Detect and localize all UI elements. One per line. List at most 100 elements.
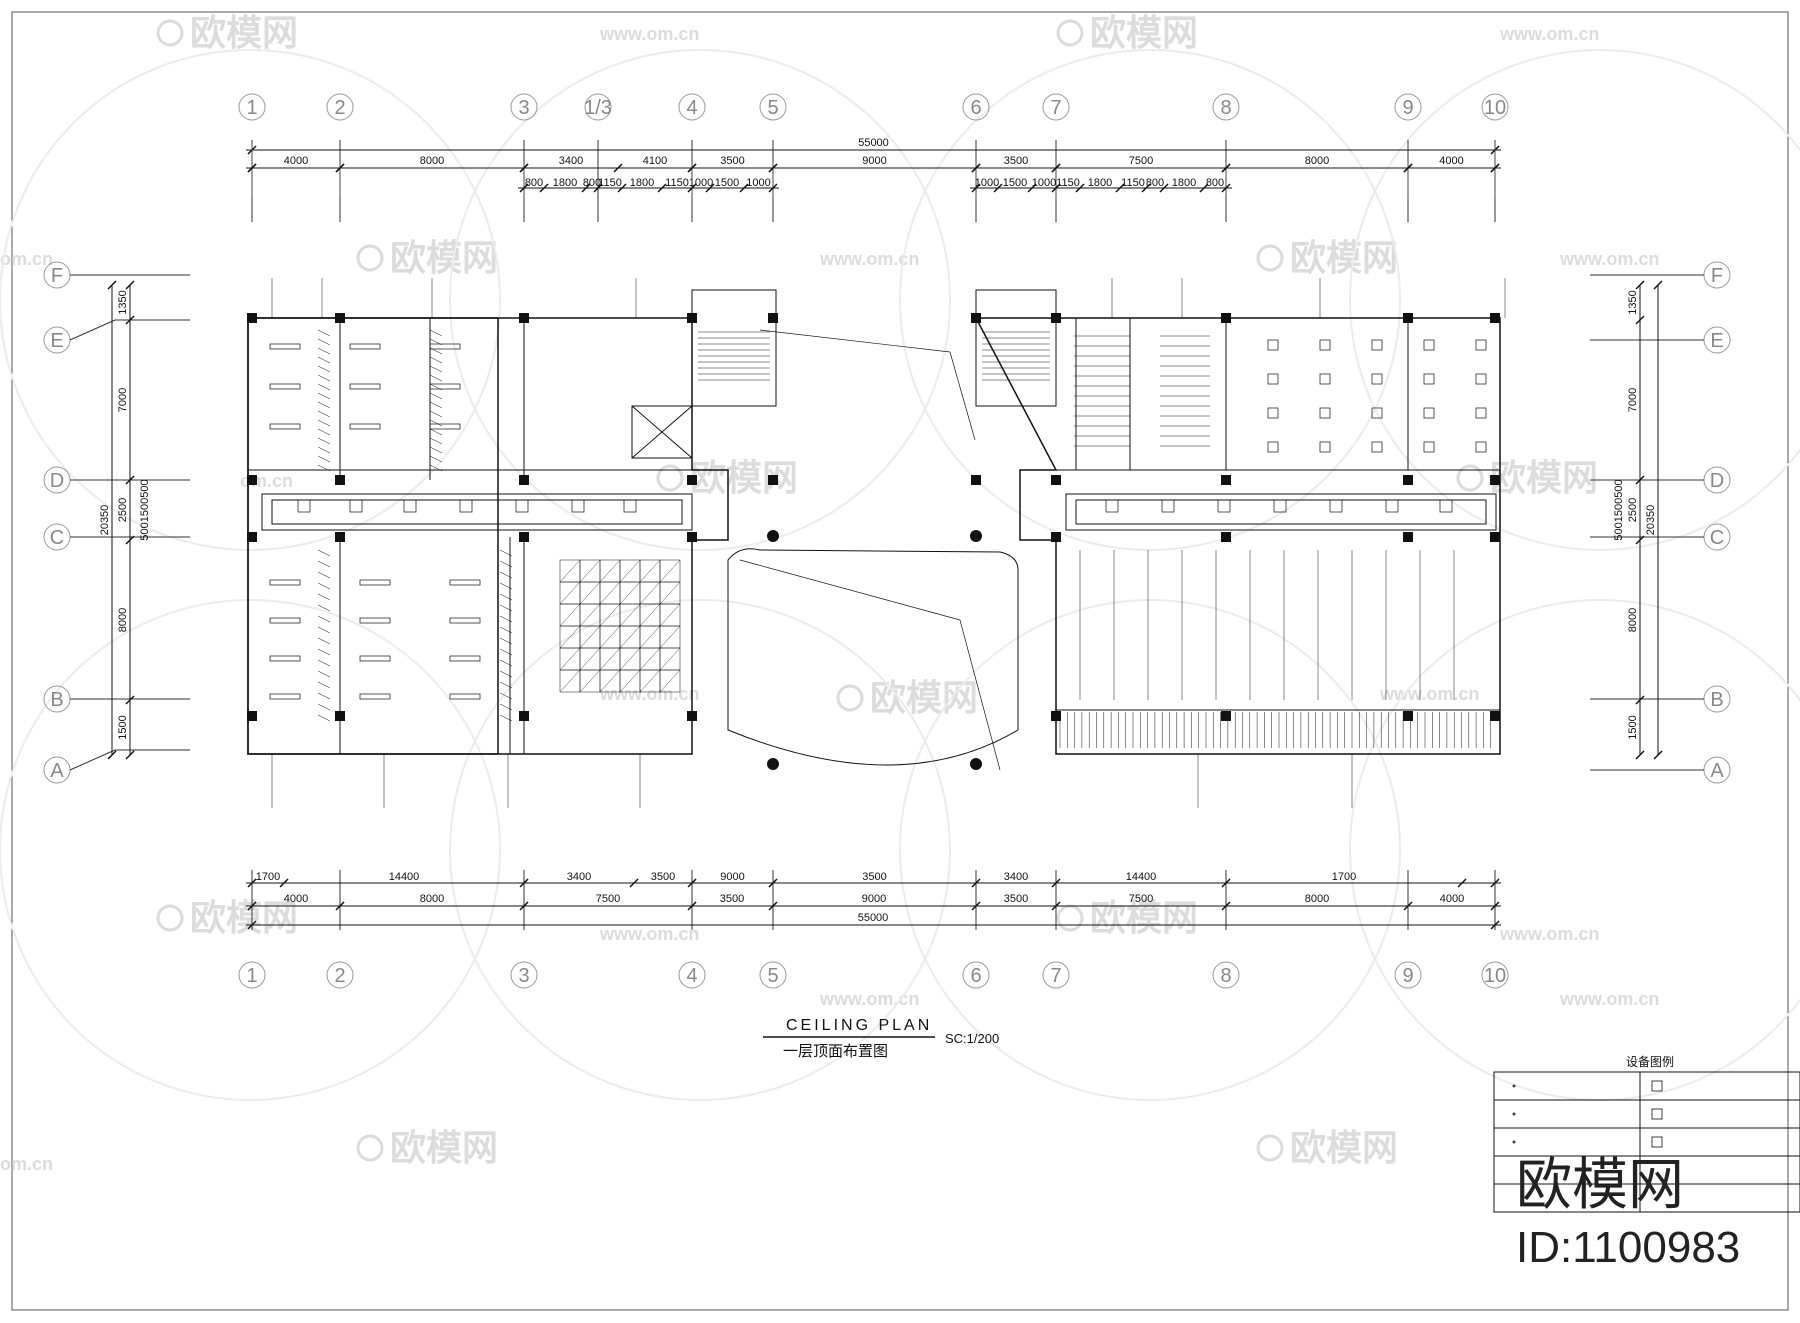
light-fixture bbox=[1475, 373, 1487, 385]
watermark-url: www.om.cn bbox=[599, 24, 699, 44]
light-fixture bbox=[1371, 339, 1383, 351]
dimension-value-vertical: 1350 bbox=[1627, 290, 1639, 314]
grid-label-bottom: 10 bbox=[1484, 965, 1506, 987]
model-id: ID:1100983 bbox=[1516, 1223, 1740, 1272]
watermark-brand: 欧模网 bbox=[1290, 237, 1398, 278]
grid-label-left: B bbox=[50, 689, 63, 711]
dimension-value-top: 3500 bbox=[720, 155, 744, 167]
dimension-value-detail: 1800 bbox=[1172, 177, 1196, 189]
light-fixture bbox=[449, 617, 481, 624]
legend-symbol bbox=[1512, 1084, 1516, 1088]
light-fixture bbox=[359, 617, 391, 624]
grid-bubble-top bbox=[326, 93, 354, 121]
structural-column bbox=[1051, 475, 1061, 485]
round-column bbox=[767, 758, 779, 770]
grid-label-top: 2 bbox=[334, 97, 345, 119]
dimension-value-detail: 1150 bbox=[598, 177, 622, 189]
structural-column bbox=[1221, 711, 1231, 721]
dimension-value-detail: 800 bbox=[1146, 177, 1164, 189]
structural-column bbox=[1051, 313, 1061, 323]
vent-grille bbox=[1439, 499, 1453, 513]
watermark-url: www.om.cn bbox=[1559, 249, 1659, 269]
dimension-value-top: 3500 bbox=[1004, 155, 1028, 167]
watermark-brand: 欧模网 bbox=[390, 237, 498, 278]
watermark-logo-icon bbox=[156, 904, 184, 932]
light-fixture bbox=[359, 655, 391, 662]
light-fixture bbox=[349, 423, 381, 430]
grid-label-right: F bbox=[1711, 265, 1723, 287]
grid-label-bottom: 7 bbox=[1050, 965, 1061, 987]
grid-label-top: 10 bbox=[1484, 97, 1506, 119]
dimension-value-top: 7500 bbox=[1129, 155, 1153, 167]
watermark-url: www.om.cn bbox=[1559, 989, 1659, 1009]
watermark-url: www.om.cn bbox=[1499, 924, 1599, 944]
vent-grille bbox=[1385, 499, 1399, 513]
grid-bubble-top bbox=[962, 93, 990, 121]
dimension-value-bottom: 8000 bbox=[420, 893, 444, 905]
grid-label-top: 3 bbox=[518, 97, 529, 119]
watermark-logo-icon bbox=[156, 19, 184, 47]
grid-label-right: C bbox=[1710, 527, 1724, 549]
watermark-brand: 欧模网 bbox=[1090, 897, 1198, 938]
vent-grille bbox=[1273, 499, 1287, 513]
dimension-value-bottom: 7500 bbox=[1129, 893, 1153, 905]
dimension-value-detail: 800 bbox=[583, 177, 601, 189]
dimension-value-vertical: 8000 bbox=[117, 608, 129, 632]
grid-label-right: E bbox=[1710, 330, 1723, 352]
watermark-url-short: om.cn bbox=[0, 249, 53, 269]
dimension-value-top: 3400 bbox=[559, 155, 583, 167]
light-fixture bbox=[1267, 407, 1279, 419]
dimension-value-detail: 1800 bbox=[630, 177, 654, 189]
dimension-value-bottom: 14400 bbox=[1126, 871, 1157, 883]
dimension-value-vertical: 7000 bbox=[1627, 388, 1639, 412]
watermark-url: www.om.cn bbox=[819, 989, 919, 1009]
light-fixture bbox=[1371, 441, 1383, 453]
title-english: CEILING PLAN bbox=[786, 1017, 932, 1034]
light-fixture bbox=[429, 383, 461, 390]
floor-plan bbox=[247, 278, 1506, 808]
grid-label-bottom: 8 bbox=[1220, 965, 1231, 987]
grid-bubble-top bbox=[238, 93, 266, 121]
grid-bubble-bottom bbox=[678, 961, 706, 989]
light-fixture bbox=[1371, 407, 1383, 419]
vent-grille bbox=[1161, 499, 1175, 513]
grid-label-bottom: 3 bbox=[518, 965, 529, 987]
vent-grille bbox=[623, 499, 637, 513]
dimension-value-bottom: 9000 bbox=[720, 871, 744, 883]
structural-column bbox=[768, 313, 778, 323]
watermark-url: www.om.cn bbox=[819, 249, 919, 269]
watermark-logo-icon bbox=[1056, 904, 1084, 932]
dimension-value-top: 9000 bbox=[862, 155, 886, 167]
watermark-arc bbox=[1349, 599, 1800, 1101]
dimension-value-detail: 1800 bbox=[1088, 177, 1112, 189]
light-fixture bbox=[1423, 441, 1435, 453]
watermark-logo-icon bbox=[356, 244, 384, 272]
structural-column bbox=[1403, 475, 1413, 485]
dimension-value-vertical: 2500 bbox=[1627, 498, 1639, 522]
dimension-value-top: 4000 bbox=[284, 155, 308, 167]
light-fixture bbox=[1267, 373, 1279, 385]
brand-logo-text: 欧模网 bbox=[1516, 1153, 1684, 1216]
light-fixture bbox=[1371, 373, 1383, 385]
grid-label-top: 1 bbox=[246, 97, 257, 119]
light-fixture bbox=[1475, 339, 1487, 351]
grid-label-left: A bbox=[50, 760, 64, 782]
dimension-value-bottom: 3400 bbox=[1004, 871, 1028, 883]
grid-label-top: 1/3 bbox=[584, 97, 612, 119]
dimension-value-vertical: 2500 bbox=[117, 498, 129, 522]
structural-column bbox=[1221, 475, 1231, 485]
dimension-value-bottom: 1700 bbox=[1332, 871, 1356, 883]
dimension-value-detail: 1000 bbox=[689, 177, 713, 189]
dimension-value-vertical: 7000 bbox=[117, 388, 129, 412]
watermark-layer: 欧模网欧模网欧模网欧模网欧模网欧模网欧模网欧模网欧模网欧模网欧模网www.om.… bbox=[0, 12, 1800, 1174]
light-fixture bbox=[349, 383, 381, 390]
dimension-value-detail: 800 bbox=[525, 177, 543, 189]
structural-column bbox=[247, 711, 257, 721]
legend-symbol bbox=[1512, 1112, 1516, 1116]
dimension-value-vertical: 1500 bbox=[1627, 715, 1639, 739]
light-fixture bbox=[1475, 441, 1487, 453]
light-fixture bbox=[269, 693, 301, 700]
structural-column bbox=[247, 313, 257, 323]
light-fixture bbox=[449, 579, 481, 586]
